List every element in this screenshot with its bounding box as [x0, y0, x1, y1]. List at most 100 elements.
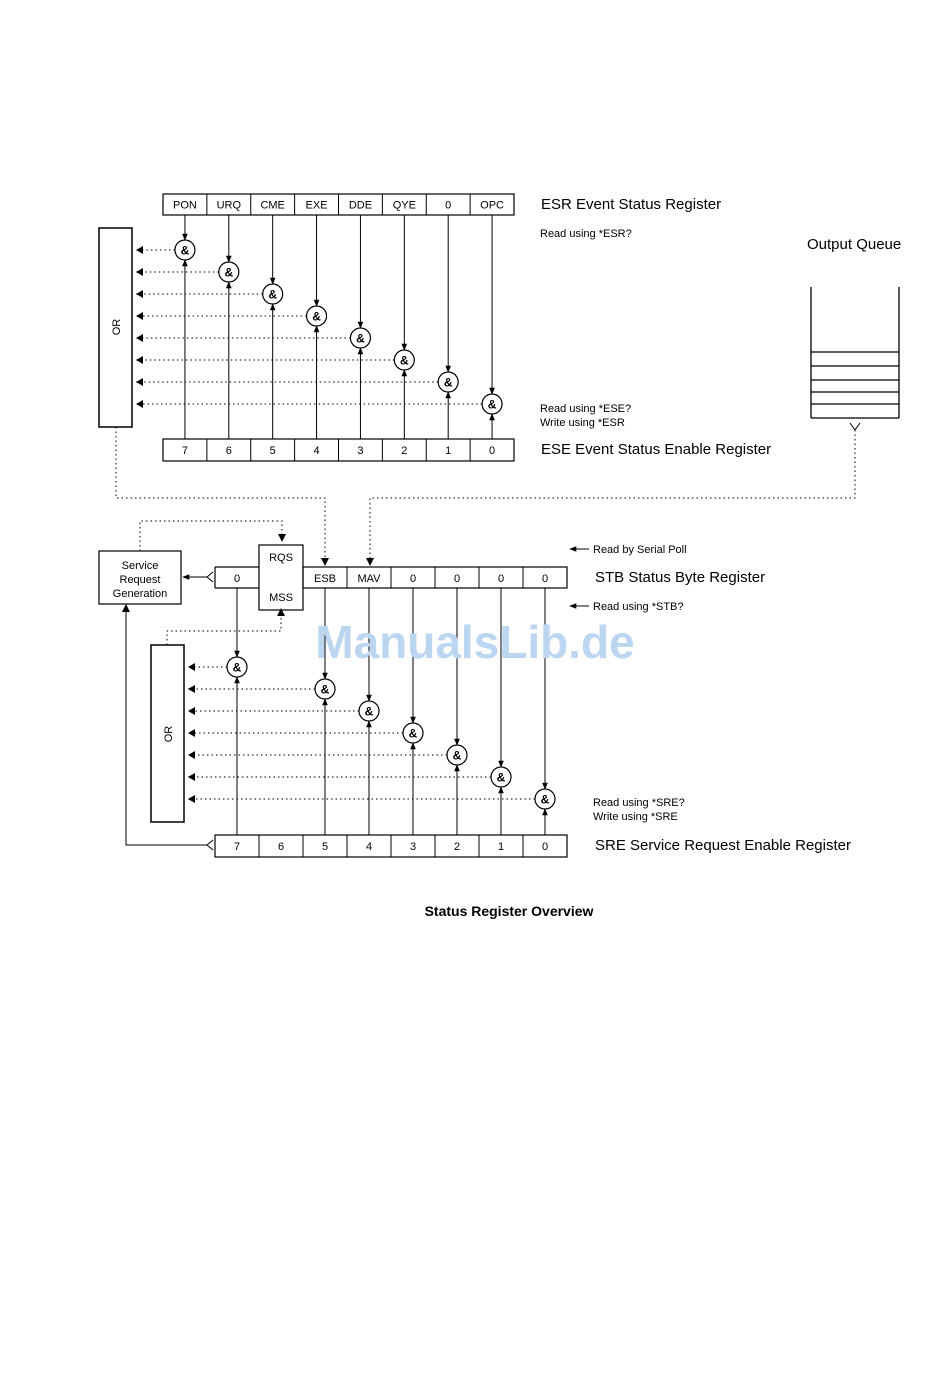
esr-output-arrow: [136, 334, 143, 342]
esr-output-arrow: [136, 400, 143, 408]
esr-bit-1: URQ: [217, 200, 242, 212]
ese-bit-6: 1: [445, 445, 451, 457]
sre-bit-0: 7: [234, 841, 240, 853]
stb-output-arrow: [188, 773, 195, 781]
esr-and-gate: [218, 261, 240, 283]
ese-bit-7: 0: [489, 445, 495, 457]
sre-bit-7: 0: [542, 841, 548, 853]
sre-to-srg-arrow: [206, 839, 214, 851]
lower-or-label: OR: [163, 726, 175, 743]
esr-bit-3: EXE: [306, 200, 328, 212]
esr-bit-6: 0: [445, 200, 451, 212]
output-queue: [810, 287, 900, 419]
stb-output-arrow: [188, 685, 195, 693]
sre-bit-3: 4: [366, 841, 372, 853]
stb-bit-5: ESB: [314, 573, 336, 585]
stb-and-label: &: [233, 661, 242, 675]
stb-and-gate: [226, 656, 248, 678]
srg-line2: Request: [120, 574, 161, 586]
srg-line3: Generation: [113, 588, 167, 600]
esr-bit-7: OPC: [480, 200, 504, 212]
stb-and-label: &: [453, 749, 462, 763]
stb-bit-1: 0: [498, 573, 504, 585]
ese-note-line1: Read using *ESE?: [540, 403, 631, 415]
stb-read-serial: Read by Serial Poll: [593, 544, 687, 556]
ese-bit-2: 5: [270, 445, 276, 457]
esr-output-arrow: [136, 268, 143, 276]
srg-to-rqs: [139, 520, 283, 551]
stb-and-gate: [534, 788, 556, 810]
esr-and-gate: [174, 239, 196, 261]
esr-and-label: &: [312, 310, 321, 324]
stb-and-label: &: [365, 705, 374, 719]
mss-label: MSS: [269, 592, 293, 604]
stb-to-srg-arrow: [206, 571, 214, 583]
stb-bit-0: 0: [542, 573, 548, 585]
stb-and-label: &: [541, 793, 550, 807]
watermark: ManualsLib.de: [315, 616, 634, 668]
lower-or-to-mss: [166, 612, 282, 645]
esr-read-note: Read using *ESR?: [540, 228, 632, 240]
ese-bit-3: 4: [314, 445, 320, 457]
stb-and-label: &: [409, 727, 418, 741]
sre-bit-4: 3: [410, 841, 416, 853]
esr-and-gate: [481, 393, 503, 415]
srg-line1: Service: [122, 560, 159, 572]
output-queue-label: Output Queue: [807, 236, 901, 253]
ese-bit-1: 6: [226, 445, 232, 457]
stb-and-gate: [402, 722, 424, 744]
esr-bit-4: DDE: [349, 200, 372, 212]
stb-and-gate: [358, 700, 380, 722]
esr-and-gate: [437, 371, 459, 393]
sre-title: SRE Service Request Enable Register: [595, 837, 851, 854]
stb-output-arrow: [188, 663, 195, 671]
upper-and-gates: & & & & & & & &: [136, 215, 503, 439]
esr-and-label: &: [356, 332, 365, 346]
stb-output-arrow: [188, 707, 195, 715]
esr-and-label: &: [224, 266, 233, 280]
ese-register: 7 6 5 4 3 2 1 0: [162, 438, 515, 462]
stb-and-label: &: [321, 683, 330, 697]
esr-output-arrow: [136, 378, 143, 386]
figure-caption: Status Register Overview: [425, 903, 594, 919]
esr-and-label: &: [488, 398, 497, 412]
esr-output-arrow: [136, 356, 143, 364]
stb-and-gate: [446, 744, 468, 766]
ese-bit-4: 3: [357, 445, 363, 457]
stb-and-gate: [314, 678, 336, 700]
stb-bit-2: 0: [454, 573, 460, 585]
stb-bit-3: 0: [410, 573, 416, 585]
ese-bit-5: 2: [401, 445, 407, 457]
stb-and-label: &: [497, 771, 506, 785]
esr-title: ESR Event Status Register: [541, 196, 721, 213]
esr-and-gate: [305, 305, 328, 327]
sre-bit-2: 5: [322, 841, 328, 853]
stb-output-arrow: [188, 729, 195, 737]
sre-bit-6: 1: [498, 841, 504, 853]
esr-and-label: &: [400, 354, 409, 368]
stb-and-gate: [490, 766, 512, 788]
sre-bit-1: 6: [278, 841, 284, 853]
sre-note-line2: Write using *SRE: [593, 811, 678, 823]
stb-output-arrow: [188, 751, 195, 759]
esr-and-gate: [349, 327, 372, 349]
upper-or-label: OR: [111, 319, 123, 336]
esr-output-arrow: [136, 290, 143, 298]
esr-output-arrow: [136, 246, 143, 254]
rqs-label: RQS: [269, 552, 293, 564]
stb-output-arrow: [188, 795, 195, 803]
esr-and-gate: [393, 349, 415, 371]
esr-and-label: &: [268, 288, 277, 302]
upper-or-to-stb: [115, 427, 326, 563]
esr-and-label: &: [181, 244, 190, 258]
esr-bit-2: CME: [260, 200, 284, 212]
ese-bit-0: 7: [182, 445, 188, 457]
output-queue-connector: [369, 422, 861, 563]
stb-title: STB Status Byte Register: [595, 569, 765, 586]
esr-bit-5: QYE: [393, 200, 416, 212]
esr-and-label: &: [444, 376, 453, 390]
